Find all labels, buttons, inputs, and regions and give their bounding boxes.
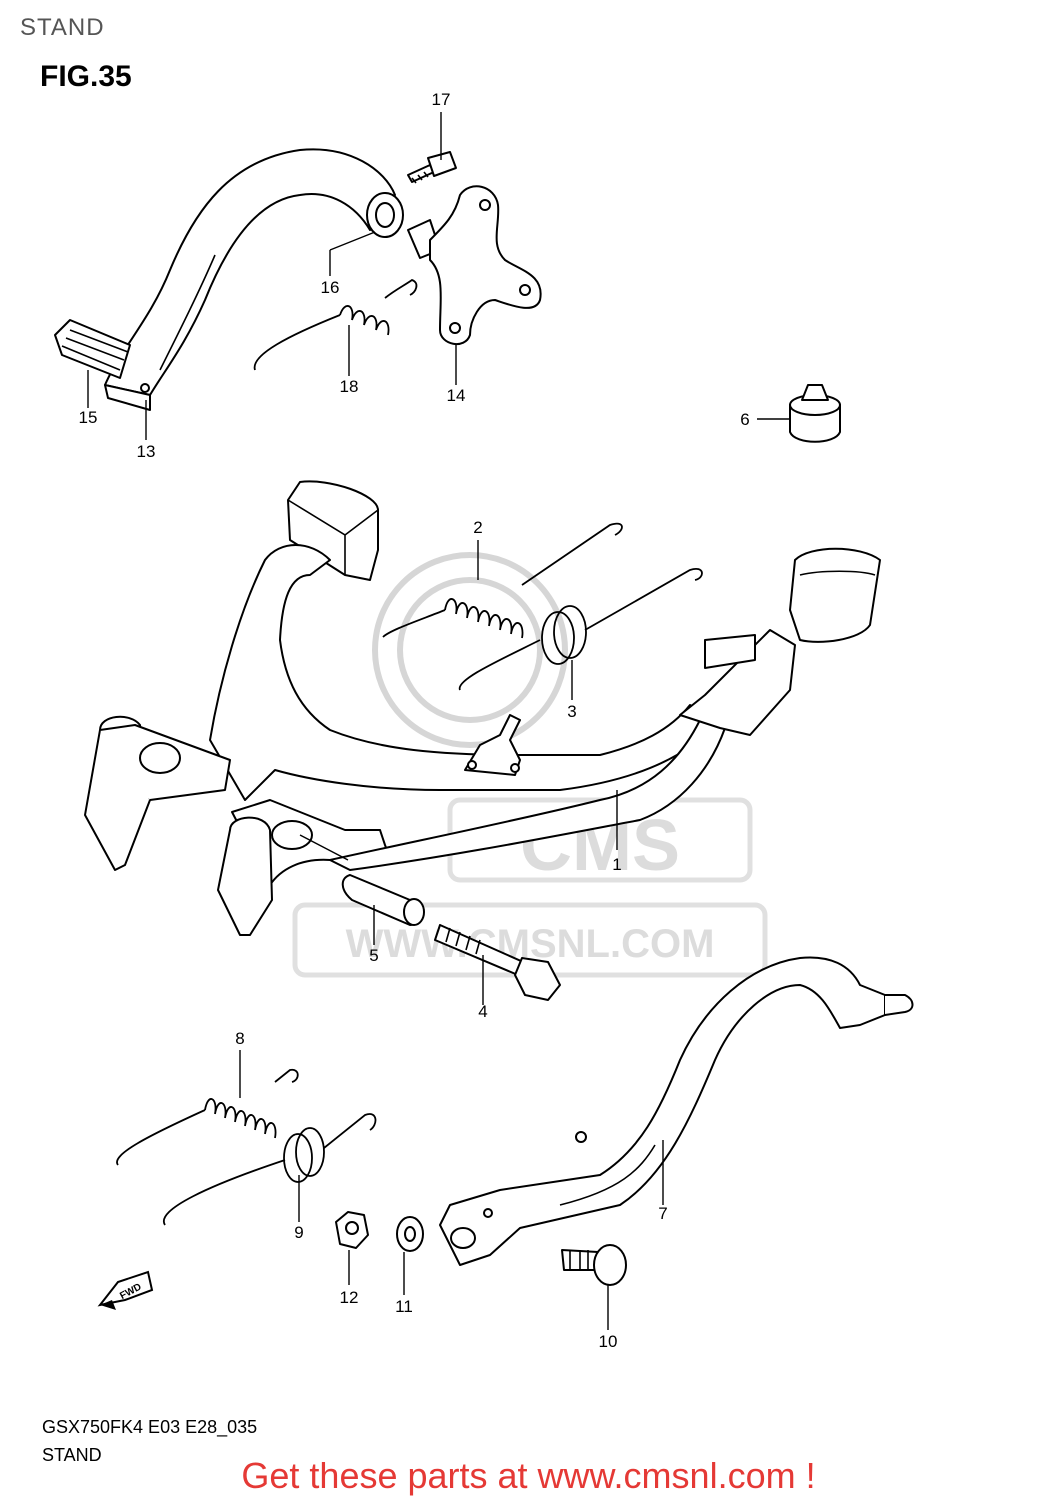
part-16-bush [366,192,404,238]
part-number-16: 16 [321,278,340,297]
part-6-stopper [789,384,841,443]
part-8-spring [116,1068,299,1166]
part-14-pedal-arm [407,185,542,345]
part-17-bolt [407,151,457,184]
part-10-pivot-bolt [561,1244,627,1286]
part-5-collar [341,874,425,926]
parts-diagram: CMS WWW.CMSNL.COM [54,90,914,1351]
part-number-18: 18 [340,377,359,396]
part-number-4: 4 [478,1002,487,1021]
buy-parts-link[interactable]: Get these parts at www.cmsnl.com ! [241,1455,816,1496]
part-3-spring [458,568,703,691]
part-2-spring [382,522,623,639]
part-number-13: 13 [137,442,156,461]
part-13-brake-pedal [104,148,396,411]
part-number-10: 10 [599,1332,618,1351]
model-code: GSX750FK4 E03 E28_035 [42,1417,258,1437]
part-1-center-stand [84,480,881,936]
part-number-1: 1 [612,855,621,874]
part-12-nut [335,1211,369,1249]
part-number-11: 11 [395,1297,413,1316]
part-number-3: 3 [567,702,576,721]
part-11-washer [396,1216,424,1252]
part-number-2: 2 [473,518,482,537]
part-7-side-stand [439,956,914,1266]
part-number-6: 6 [740,410,749,429]
part-4-bolt [434,924,561,1001]
part-number-labels: 1 2 3 4 5 6 7 8 9 10 11 12 13 14 15 16 1… [79,90,750,1351]
part-number-5: 5 [369,946,378,965]
part-9-spring [162,1113,377,1226]
part-number-12: 12 [340,1288,359,1307]
part-number-7: 7 [658,1204,667,1223]
part-number-17: 17 [432,90,451,109]
figure-label: FIG.35 [40,60,132,93]
part-number-8: 8 [235,1029,244,1048]
page-title: STAND [20,14,105,41]
footer-section-title: STAND [42,1445,102,1465]
part-number-14: 14 [447,386,466,405]
part-number-9: 9 [294,1223,303,1242]
part-number-15: 15 [79,408,98,427]
leader-lines [87,112,790,1330]
fwd-direction-badge: FWD [97,1270,154,1310]
part-15-footrest-rubber [54,319,131,379]
part-18-spring [253,278,418,371]
